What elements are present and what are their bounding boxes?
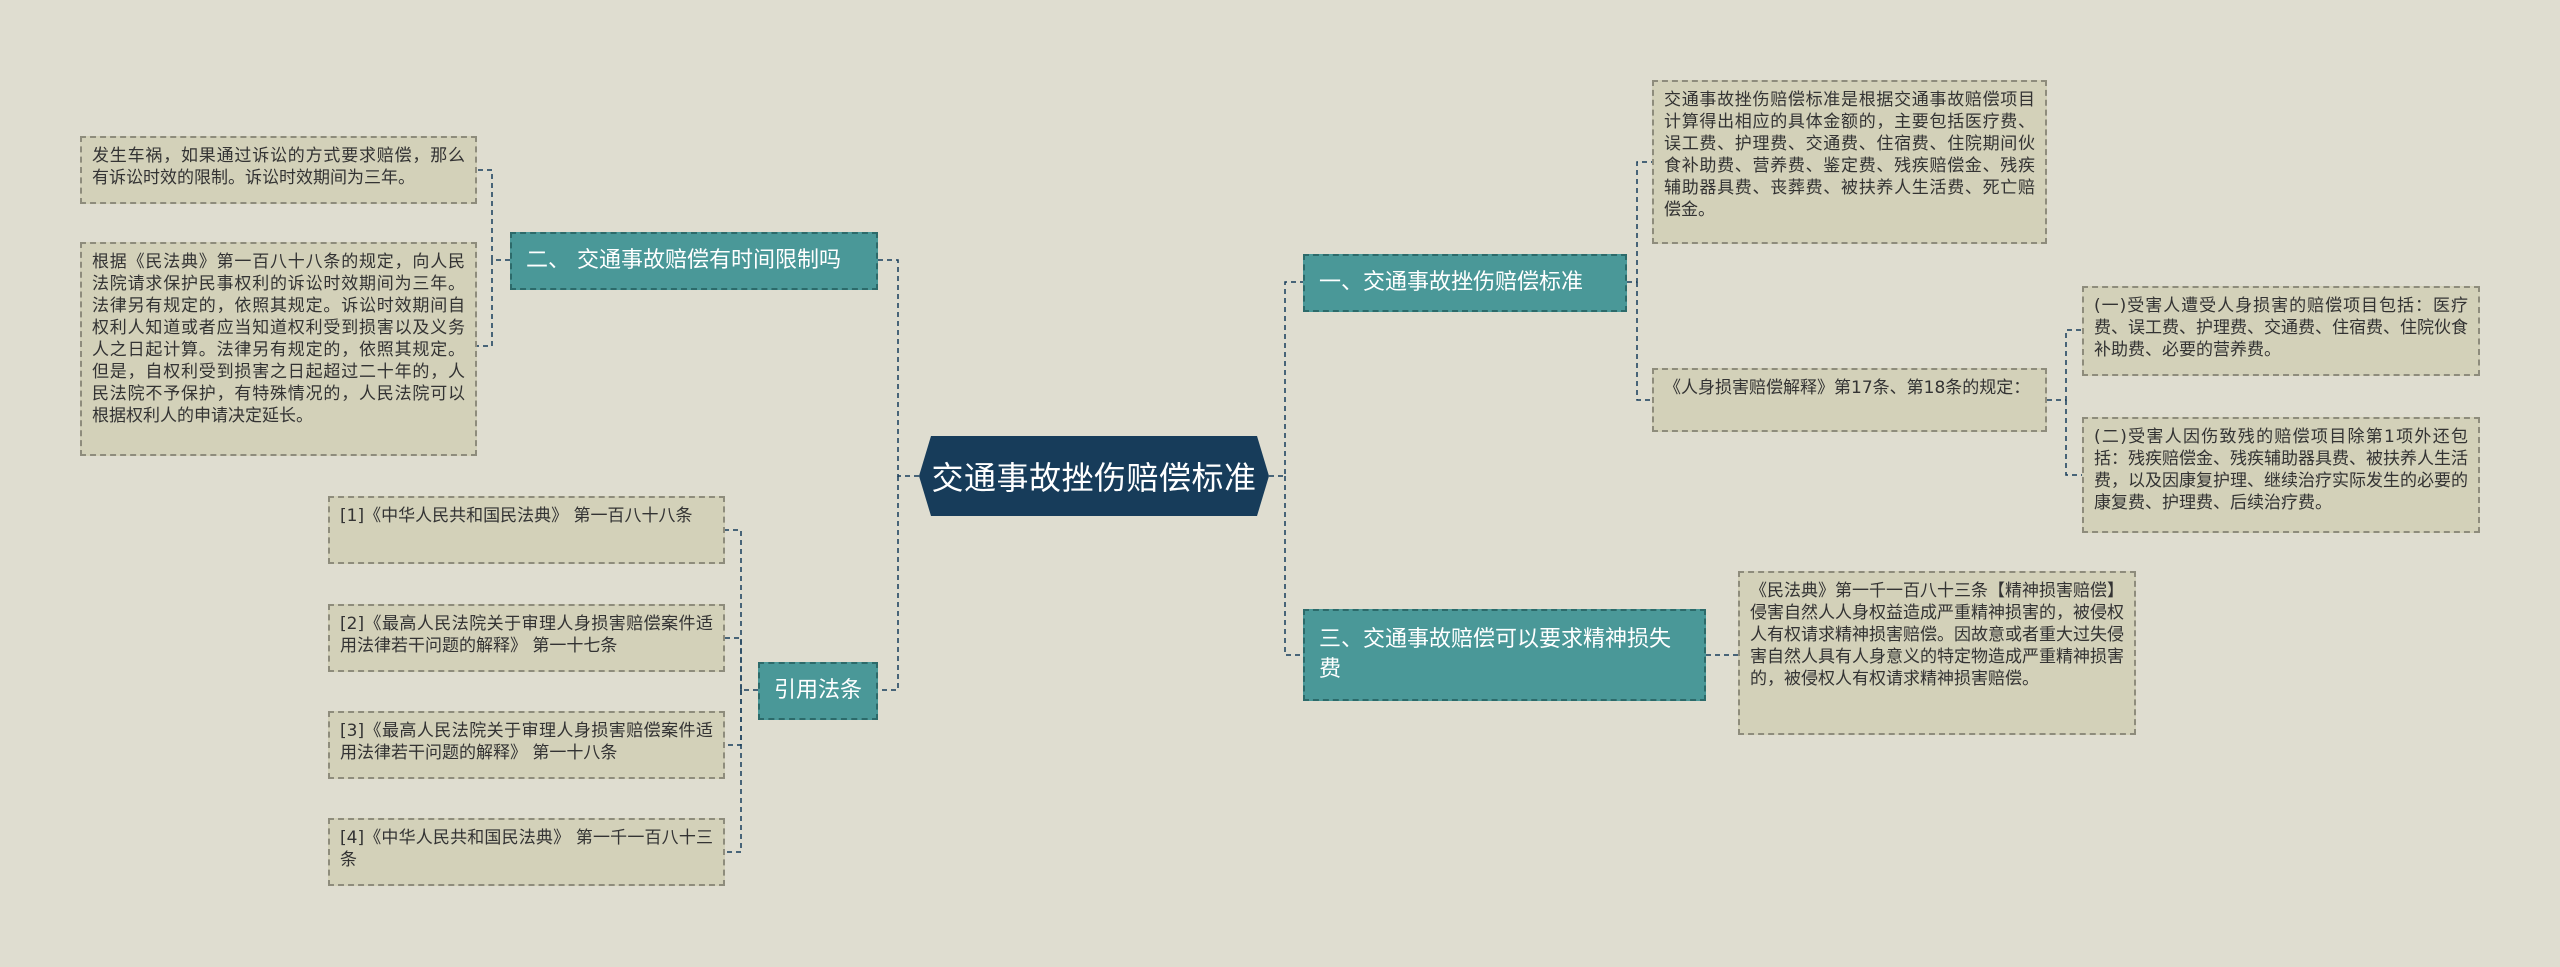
leaf-text: [2]《最高人民法院关于审理人身损害赔偿案件适用法律若干问题的解释》 第一十七条 xyxy=(340,614,713,656)
leaf-citation-3: [3]《最高人民法院关于审理人身损害赔偿案件适用法律若干问题的解释》 第一十八条 xyxy=(328,711,725,779)
leaf-text: 发生车祸，如果通过诉讼的方式要求赔偿，那么有诉讼时效的限制。诉讼时效期间为三年。 xyxy=(92,146,465,188)
branch-citations[interactable]: 引用法条 xyxy=(758,662,878,720)
branch-label: 三、交通事故赔偿可以要求精神损失费 xyxy=(1319,627,1672,682)
leaf-injury-items: (一)受害人遭受人身损害的赔偿项目包括：医疗费、误工费、护理费、交通费、住宿费、… xyxy=(2082,286,2480,376)
leaf-text: [3]《最高人民法院关于审理人身损害赔偿案件适用法律若干问题的解释》 第一十八条 xyxy=(340,721,713,763)
leaf-citation-1: [1]《中华人民共和国民法典》 第一百八十八条 xyxy=(328,496,725,564)
root-title: 交通事故挫伤赔偿标准 xyxy=(931,459,1257,497)
leaf-civil-code-188: 根据《民法典》第一百八十八条的规定，向人民法院请求保护民事权利的诉讼时效期间为三… xyxy=(80,242,477,456)
leaf-text: 交通事故挫伤赔偿标准是根据交通事故赔偿项目计算得出相应的具体金额的，主要包括医疗… xyxy=(1664,90,2035,220)
leaf-text: [4]《中华人民共和国民法典》 第一千一百八十三条 xyxy=(340,828,713,870)
branch-time-limit[interactable]: 二、 交通事故赔偿有时间限制吗 xyxy=(510,232,878,290)
leaf-citation-4: [4]《中华人民共和国民法典》 第一千一百八十三条 xyxy=(328,818,725,886)
branch-label: 一、交通事故挫伤赔偿标准 xyxy=(1319,270,1584,295)
branch-label: 引用法条 xyxy=(774,678,863,703)
leaf-litigation-limit: 发生车祸，如果通过诉讼的方式要求赔偿，那么有诉讼时效的限制。诉讼时效期间为三年。 xyxy=(80,136,477,204)
leaf-disability-items: (二)受害人因伤致残的赔偿项目除第1项外还包括：残疾赔偿金、残疾辅助器具费、被扶… xyxy=(2082,417,2480,533)
root-node[interactable]: 交通事故挫伤赔偿标准 xyxy=(919,436,1269,516)
leaf-text: [1]《中华人民共和国民法典》 第一百八十八条 xyxy=(340,506,693,526)
leaf-text: 《人身损害赔偿解释》第17条、第18条的规定： xyxy=(1664,378,2031,398)
leaf-interpretation-rules: 《人身损害赔偿解释》第17条、第18条的规定： xyxy=(1652,368,2047,432)
branch-injury-standard[interactable]: 一、交通事故挫伤赔偿标准 xyxy=(1303,254,1627,312)
leaf-text: 根据《民法典》第一百八十八条的规定，向人民法院请求保护民事权利的诉讼时效期间为三… xyxy=(92,252,465,426)
branch-label: 二、 交通事故赔偿有时间限制吗 xyxy=(526,248,841,273)
leaf-mental-damage-law: 《民法典》第一千一百八十三条【精神损害赔偿】侵害自然人人身权益造成严重精神损害的… xyxy=(1738,571,2136,735)
leaf-text: 《民法典》第一千一百八十三条【精神损害赔偿】侵害自然人人身权益造成严重精神损害的… xyxy=(1750,581,2124,689)
leaf-text: (二)受害人因伤致残的赔偿项目除第1项外还包括：残疾赔偿金、残疾辅助器具费、被扶… xyxy=(2094,427,2468,513)
leaf-text: (一)受害人遭受人身损害的赔偿项目包括：医疗费、误工费、护理费、交通费、住宿费、… xyxy=(2094,296,2468,360)
leaf-citation-2: [2]《最高人民法院关于审理人身损害赔偿案件适用法律若干问题的解释》 第一十七条 xyxy=(328,604,725,672)
leaf-standard-items: 交通事故挫伤赔偿标准是根据交通事故赔偿项目计算得出相应的具体金额的，主要包括医疗… xyxy=(1652,80,2047,244)
branch-mental-damage[interactable]: 三、交通事故赔偿可以要求精神损失费 xyxy=(1303,609,1706,701)
